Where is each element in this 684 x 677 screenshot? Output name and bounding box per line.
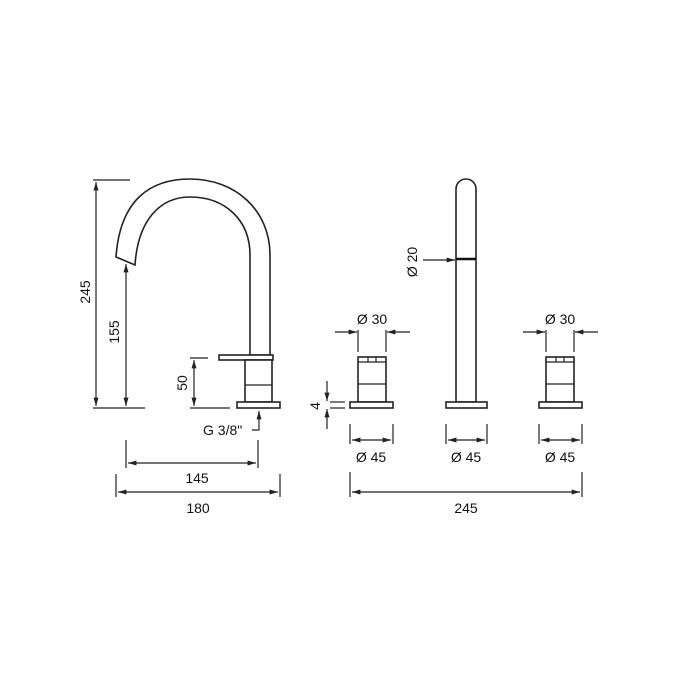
label-thread: G 3/8" [203,422,242,438]
dimension-145-reach: 145 [125,440,259,486]
label-245-width: 245 [454,500,478,516]
label-d20: Ø 20 [404,247,420,278]
dimension-50-height: 50 [174,357,230,409]
label-center-d45: Ø 45 [451,449,482,465]
dimension-d20: Ø 20 [404,247,455,278]
hand-shower [445,178,488,409]
right-handle [538,356,583,409]
dimension-left-d45: Ø 45 [349,424,394,465]
spout-mixer [115,178,281,409]
label-180: 180 [186,500,210,516]
dimension-155-height: 155 [106,264,129,406]
dimension-245-height: 245 [77,179,145,409]
label-left-d45: Ø 45 [356,449,387,465]
dimension-left-d30: Ø 30 [335,311,410,352]
dimension-right-d30: Ø 30 [523,311,598,352]
label-right-d30: Ø 30 [545,311,576,327]
left-handle [349,356,394,409]
dimension-center-d45: Ø 45 [445,424,488,465]
label-right-d45: Ø 45 [545,449,576,465]
label-155: 155 [106,320,122,344]
label-left-d30: Ø 30 [357,311,388,327]
label-4: 4 [307,402,323,410]
dimension-180-width: 180 [115,474,281,516]
thread-callout: G 3/8" [203,411,262,438]
dimension-right-d45: Ø 45 [538,424,583,465]
label-50: 50 [174,375,190,391]
dimension-4-thickness: 4 [307,381,345,429]
label-145: 145 [185,470,209,486]
dimension-245-width: 245 [349,472,583,516]
label-245: 245 [77,280,93,304]
